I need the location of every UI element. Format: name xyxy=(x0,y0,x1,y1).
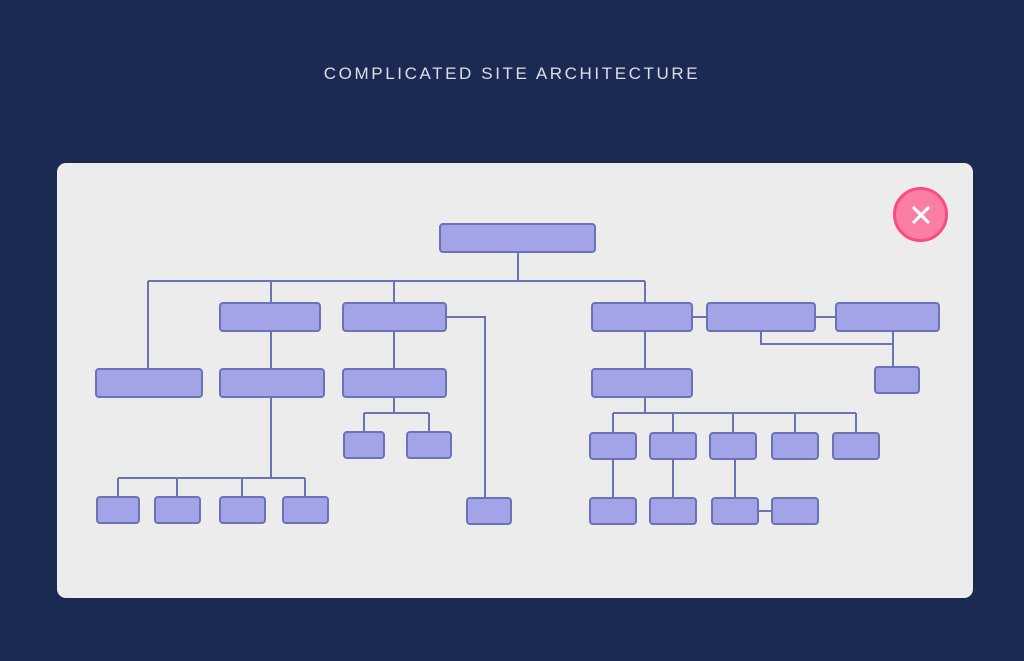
diagram-node-root[interactable] xyxy=(439,223,596,253)
diagram-node-c0[interactable] xyxy=(95,368,203,398)
diagram-node-f5[interactable] xyxy=(466,497,512,525)
diagram-node-b5[interactable] xyxy=(835,302,940,332)
site-architecture-diagram xyxy=(95,223,940,525)
diagram-node-b1[interactable] xyxy=(219,302,321,332)
node-box xyxy=(342,368,447,398)
connector-layer xyxy=(117,252,894,512)
node-box xyxy=(832,432,880,460)
diagram-node-d2[interactable] xyxy=(406,431,452,459)
node-box xyxy=(219,496,266,524)
node-box xyxy=(154,496,201,524)
diagram-node-e3[interactable] xyxy=(709,432,757,460)
diagram-node-e1[interactable] xyxy=(589,432,637,460)
node-box xyxy=(711,497,759,525)
node-box xyxy=(343,431,385,459)
node-box xyxy=(439,223,596,253)
diagram-node-c2[interactable] xyxy=(342,368,447,398)
node-box xyxy=(591,302,693,332)
node-box xyxy=(709,432,757,460)
diagram-node-c3[interactable] xyxy=(591,368,693,398)
node-box xyxy=(706,302,816,332)
node-box xyxy=(649,497,697,525)
connector-b2-right-branch xyxy=(446,316,486,498)
diagram-node-f1[interactable] xyxy=(96,496,140,524)
diagram-node-b3[interactable] xyxy=(591,302,693,332)
diagram-node-f2[interactable] xyxy=(154,496,201,524)
diagram-node-b2[interactable] xyxy=(342,302,447,332)
connector-b4-down-right xyxy=(760,331,893,345)
diagram-node-e5[interactable] xyxy=(832,432,880,460)
node-box xyxy=(771,432,819,460)
diagram-node-e2[interactable] xyxy=(649,432,697,460)
node-box xyxy=(589,432,637,460)
node-box xyxy=(835,302,940,332)
diagram-node-c4[interactable] xyxy=(874,366,920,394)
diagram-node-g4[interactable] xyxy=(771,497,819,525)
diagram-node-e4[interactable] xyxy=(771,432,819,460)
node-layer xyxy=(95,223,940,525)
node-box xyxy=(95,368,203,398)
node-box xyxy=(591,368,693,398)
page-title: COMPLICATED SITE ARCHITECTURE xyxy=(323,64,701,83)
node-box xyxy=(406,431,452,459)
diagram-node-g1[interactable] xyxy=(589,497,637,525)
node-box xyxy=(589,497,637,525)
node-box xyxy=(874,366,920,394)
node-box xyxy=(282,496,329,524)
diagram-node-d1[interactable] xyxy=(343,431,385,459)
diagram-node-g3[interactable] xyxy=(711,497,759,525)
diagram-node-f3[interactable] xyxy=(219,496,266,524)
node-box xyxy=(649,432,697,460)
node-box xyxy=(342,302,447,332)
diagram-node-c1[interactable] xyxy=(219,368,325,398)
diagram-node-b4[interactable] xyxy=(706,302,816,332)
node-box xyxy=(219,368,325,398)
node-box xyxy=(96,496,140,524)
diagram-node-f4[interactable] xyxy=(282,496,329,524)
node-box xyxy=(466,497,512,525)
close-button[interactable] xyxy=(893,187,948,242)
node-box xyxy=(771,497,819,525)
node-box xyxy=(219,302,321,332)
close-icon xyxy=(911,205,930,224)
diagram-node-g2[interactable] xyxy=(649,497,697,525)
